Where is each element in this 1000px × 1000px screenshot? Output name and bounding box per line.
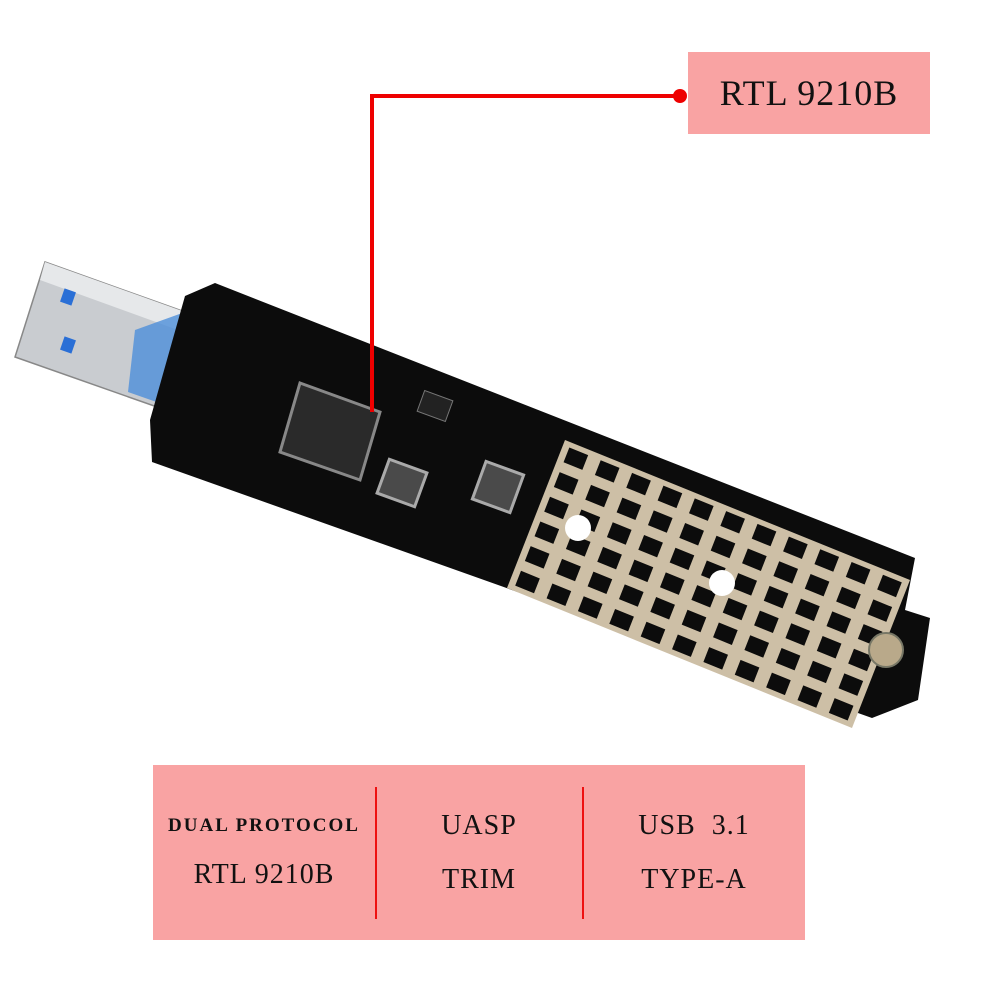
heatsink-cutout bbox=[797, 685, 823, 708]
heatsink-cutout bbox=[828, 698, 854, 721]
heatsink-cutout bbox=[606, 522, 632, 545]
heatsink-cutout bbox=[877, 574, 902, 598]
heatsink-cutout bbox=[628, 559, 654, 583]
heatsink-cutout bbox=[659, 572, 685, 595]
heatsink-cutout bbox=[734, 659, 760, 683]
feature-protocol: DUAL PROTOCOL RTL 9210B bbox=[153, 765, 375, 940]
heatsink-cutout bbox=[577, 596, 603, 619]
heatsink-cutout bbox=[816, 636, 842, 659]
heatsink-cutout bbox=[534, 521, 560, 544]
heatsink-cutout bbox=[688, 498, 714, 521]
heatsink-cutout bbox=[657, 485, 683, 509]
callout-leader-line bbox=[370, 94, 680, 412]
heatsink-cutout bbox=[804, 573, 830, 597]
heatsink-cutout bbox=[783, 536, 808, 560]
heatsink-cutout bbox=[565, 534, 591, 557]
heatsink-cutout bbox=[556, 558, 581, 582]
heatsink-cutout bbox=[594, 460, 620, 483]
heatsink-cutout bbox=[544, 496, 569, 520]
heatsink-cutout bbox=[713, 622, 738, 645]
heatsink-cutout bbox=[845, 562, 871, 585]
heatsink-cutout bbox=[609, 608, 634, 632]
heatsink-cutout bbox=[553, 472, 579, 495]
heatsink-cutout bbox=[669, 547, 695, 571]
controller-chip bbox=[278, 381, 382, 482]
heatsink-cutout bbox=[766, 672, 791, 696]
divider bbox=[582, 787, 584, 919]
heatsink-cutout bbox=[838, 673, 864, 696]
heatsink-cutout bbox=[597, 546, 622, 570]
heatsink-cutout bbox=[867, 599, 893, 622]
heatsink-cutout bbox=[836, 586, 861, 610]
feature-line: TYPE-A bbox=[641, 863, 747, 895]
heatsink-cutout bbox=[524, 546, 550, 569]
divider bbox=[375, 787, 377, 919]
heatsink-cutout bbox=[647, 510, 673, 533]
heatsink-cutout bbox=[744, 635, 770, 658]
heatsink-cutout bbox=[672, 634, 697, 657]
heatsink-cutout bbox=[775, 647, 801, 671]
feature-usb: USB 3.1 TYPE-A bbox=[583, 765, 805, 940]
heatsink-cutout bbox=[795, 598, 820, 622]
feature-line: DUAL PROTOCOL bbox=[168, 814, 360, 836]
usb-a-connector bbox=[14, 261, 186, 409]
heatsink-cutout bbox=[650, 597, 675, 620]
heatsink-cutout bbox=[563, 447, 589, 470]
heatsink-cutout bbox=[720, 511, 745, 534]
feature-line: TRIM bbox=[442, 863, 516, 895]
heatsink-cutout bbox=[640, 621, 666, 645]
feature-line: UASP bbox=[441, 809, 517, 841]
features-panel: DUAL PROTOCOL RTL 9210B UASP TRIM USB 3.… bbox=[153, 765, 805, 940]
heatsink-cutout bbox=[681, 609, 707, 633]
heatsink-cutout bbox=[691, 585, 716, 608]
heatsink-cutout bbox=[638, 534, 663, 558]
heatsink-cutout bbox=[618, 584, 644, 607]
heatsink-cutout bbox=[515, 570, 540, 594]
feature-line: RTL 9210B bbox=[193, 858, 335, 890]
heatsink-cutout bbox=[732, 573, 758, 596]
heatsink-cutout bbox=[587, 571, 613, 595]
heatsink-cutout bbox=[814, 549, 840, 572]
heatsink-cutout bbox=[585, 484, 610, 508]
heatsink-cutout bbox=[722, 597, 748, 621]
heatsink-cutout bbox=[751, 523, 777, 547]
heatsink-cutout bbox=[826, 611, 852, 634]
heatsink-cutout bbox=[703, 647, 729, 670]
screw-icon bbox=[868, 632, 904, 668]
heatsink-cutout bbox=[848, 648, 873, 672]
heatsink-cutout bbox=[754, 610, 779, 634]
feature-uasp-trim: UASP TRIM bbox=[375, 765, 583, 940]
heatsink-cutout bbox=[807, 660, 832, 684]
heatsink-cutout bbox=[546, 583, 572, 606]
heatsink-pad bbox=[507, 440, 910, 728]
heatsink-cutout bbox=[742, 548, 767, 571]
heatsink-cutout bbox=[626, 472, 651, 496]
chip-callout-label: RTL 9210B bbox=[688, 52, 930, 134]
feature-line: USB 3.1 bbox=[638, 809, 750, 841]
heatsink-cutout bbox=[616, 497, 642, 521]
heatsink-cutout bbox=[773, 561, 799, 584]
heatsink-cutout bbox=[679, 523, 704, 546]
heatsink-cutout bbox=[710, 535, 736, 559]
heatsink-cutout bbox=[785, 623, 811, 646]
heatsink-cutout bbox=[763, 585, 789, 609]
